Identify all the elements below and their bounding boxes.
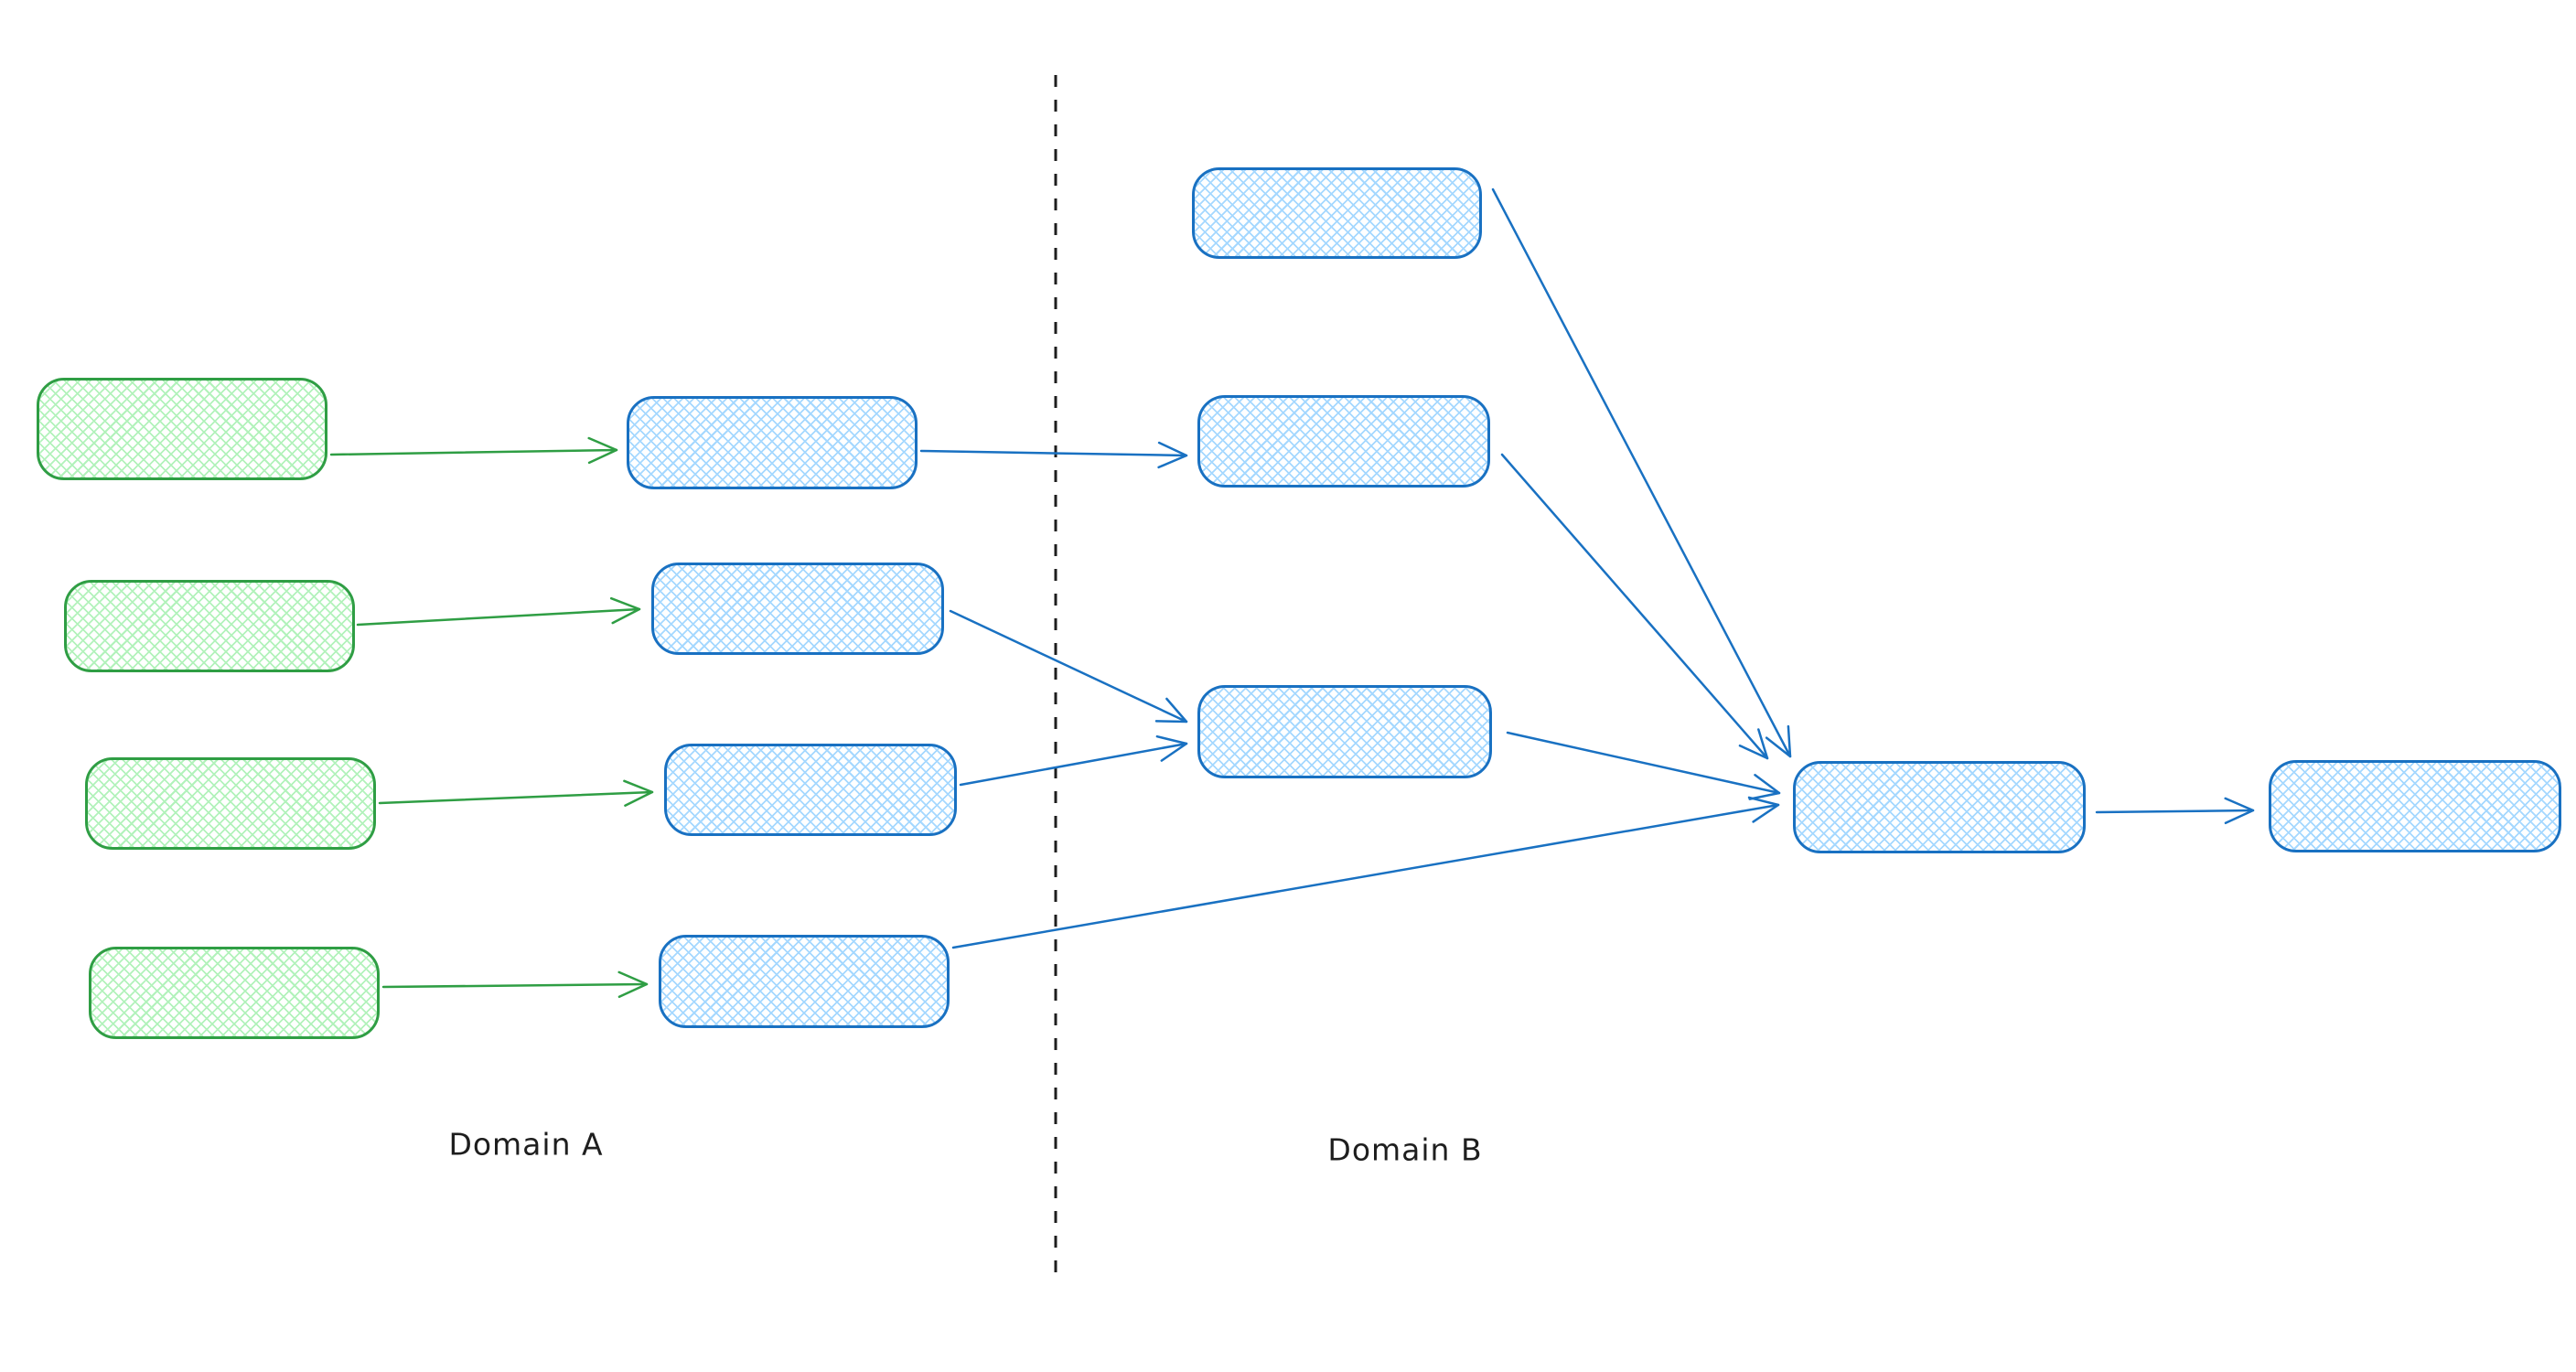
arrow-source4-to-node4-head (617, 970, 649, 999)
domain-a-source-4[interactable] (89, 947, 380, 1039)
domain-a-node-4[interactable] (659, 935, 950, 1028)
arrow-b-mid-to-hub-head (1738, 728, 1769, 760)
arrow-source1-to-node1-head (587, 436, 618, 465)
arrow-source2-to-node2[interactable] (356, 596, 641, 627)
domain-a-source-2[interactable] (64, 580, 355, 672)
domain-b-label[interactable]: Domain B (1327, 1131, 1483, 1168)
arrow-node3-to-b-low-head (1155, 734, 1188, 762)
arrow-node3-to-b-low[interactable] (959, 734, 1188, 787)
arrow-node1-to-b-mid-head (1157, 441, 1188, 469)
arrow-source3-to-node3[interactable] (378, 779, 654, 807)
domain-a-node-1[interactable] (627, 396, 918, 489)
arrow-node1-to-b-mid[interactable] (919, 441, 1188, 469)
domain-b-hub[interactable] (1793, 761, 2086, 853)
domain-b-output[interactable] (2269, 760, 2561, 852)
arrow-node4-to-hub[interactable] (951, 796, 1780, 949)
arrow-node2-to-b-low-head (1154, 697, 1188, 724)
arrow-source1-to-node1[interactable] (329, 436, 618, 465)
arrow-source3-to-node3-head (623, 779, 654, 807)
arrow-source4-to-node4[interactable] (381, 970, 649, 999)
arrow-node4-to-hub-head (1747, 796, 1780, 823)
arrow-b-low-to-hub-head (1748, 774, 1781, 800)
domain-a-label[interactable]: Domain A (448, 1126, 604, 1163)
arrow-b-low-to-hub[interactable] (1506, 731, 1781, 800)
domain-a-source-1[interactable] (37, 378, 327, 480)
arrow-source2-to-node2-head (609, 596, 641, 625)
arrow-hub-to-output[interactable] (2095, 797, 2255, 825)
domain-a-source-3[interactable] (85, 757, 376, 850)
domain-b-node-top[interactable] (1192, 167, 1482, 259)
arrow-b-top-to-hub-head (1765, 724, 1792, 758)
domain-b-node-low[interactable] (1197, 685, 1492, 778)
domain-a-node-3[interactable] (664, 744, 957, 836)
arrow-node2-to-b-low[interactable] (949, 609, 1188, 724)
arrow-b-mid-to-hub[interactable] (1500, 453, 1769, 760)
domain-a-node-2[interactable] (651, 563, 944, 655)
domain-b-node-mid[interactable] (1197, 395, 1490, 488)
arrow-b-top-to-hub[interactable] (1491, 188, 1792, 758)
arrow-hub-to-output-head (2224, 797, 2255, 825)
